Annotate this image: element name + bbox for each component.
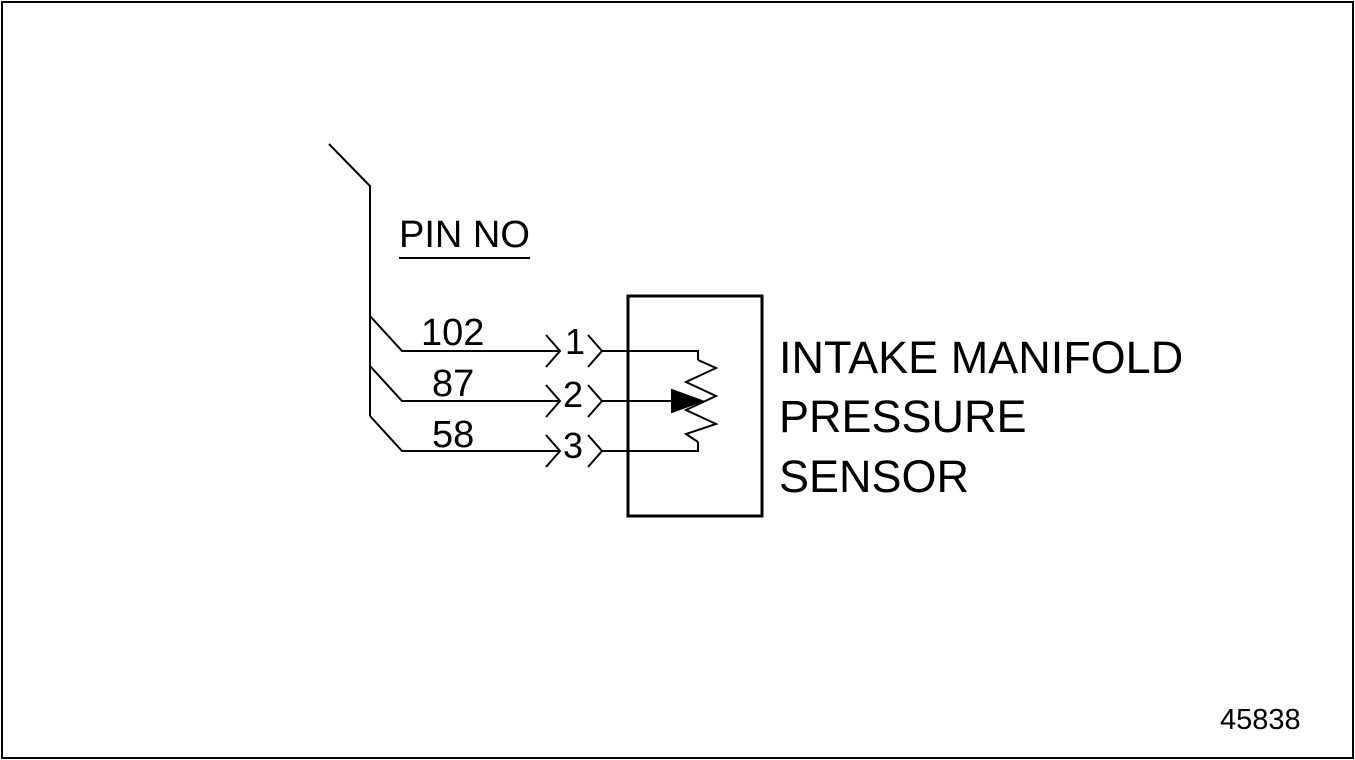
component-label-line-3: SENSOR — [779, 451, 970, 502]
connector-chevron-3a — [545, 434, 562, 468]
component-label-line-2: PRESSURE — [779, 391, 1027, 442]
wire-label-87: 87 — [432, 363, 475, 405]
pin-label-2: 2 — [563, 374, 584, 415]
sensor-lead-3 — [602, 442, 699, 452]
wire-line-87 — [369, 365, 560, 402]
connector-chevron-3b — [587, 434, 604, 468]
connector-chevron-2b — [587, 384, 604, 418]
wire-label-102: 102 — [421, 312, 485, 354]
wiper-arrow-icon — [671, 388, 705, 414]
figure-number: 45838 — [1220, 704, 1301, 736]
resistor-zigzag — [683, 359, 719, 443]
component-label-line-1: INTAKE MANIFOLD — [779, 332, 1184, 383]
sensor-box — [626, 294, 764, 518]
pin-label-1: 1 — [565, 321, 586, 362]
connector-chevron-1b — [587, 334, 604, 368]
pin-label-3: 3 — [563, 425, 584, 466]
pin-no-header: PIN NO — [399, 216, 530, 259]
wire-line-58 — [369, 415, 560, 452]
sensor-lead-1 — [602, 350, 699, 360]
wire-label-58: 58 — [432, 414, 475, 456]
connector-chevron-1a — [545, 334, 562, 368]
wire-line-102 — [369, 315, 560, 352]
connector-chevron-2a — [545, 384, 562, 418]
harness-trunk — [328, 143, 371, 416]
